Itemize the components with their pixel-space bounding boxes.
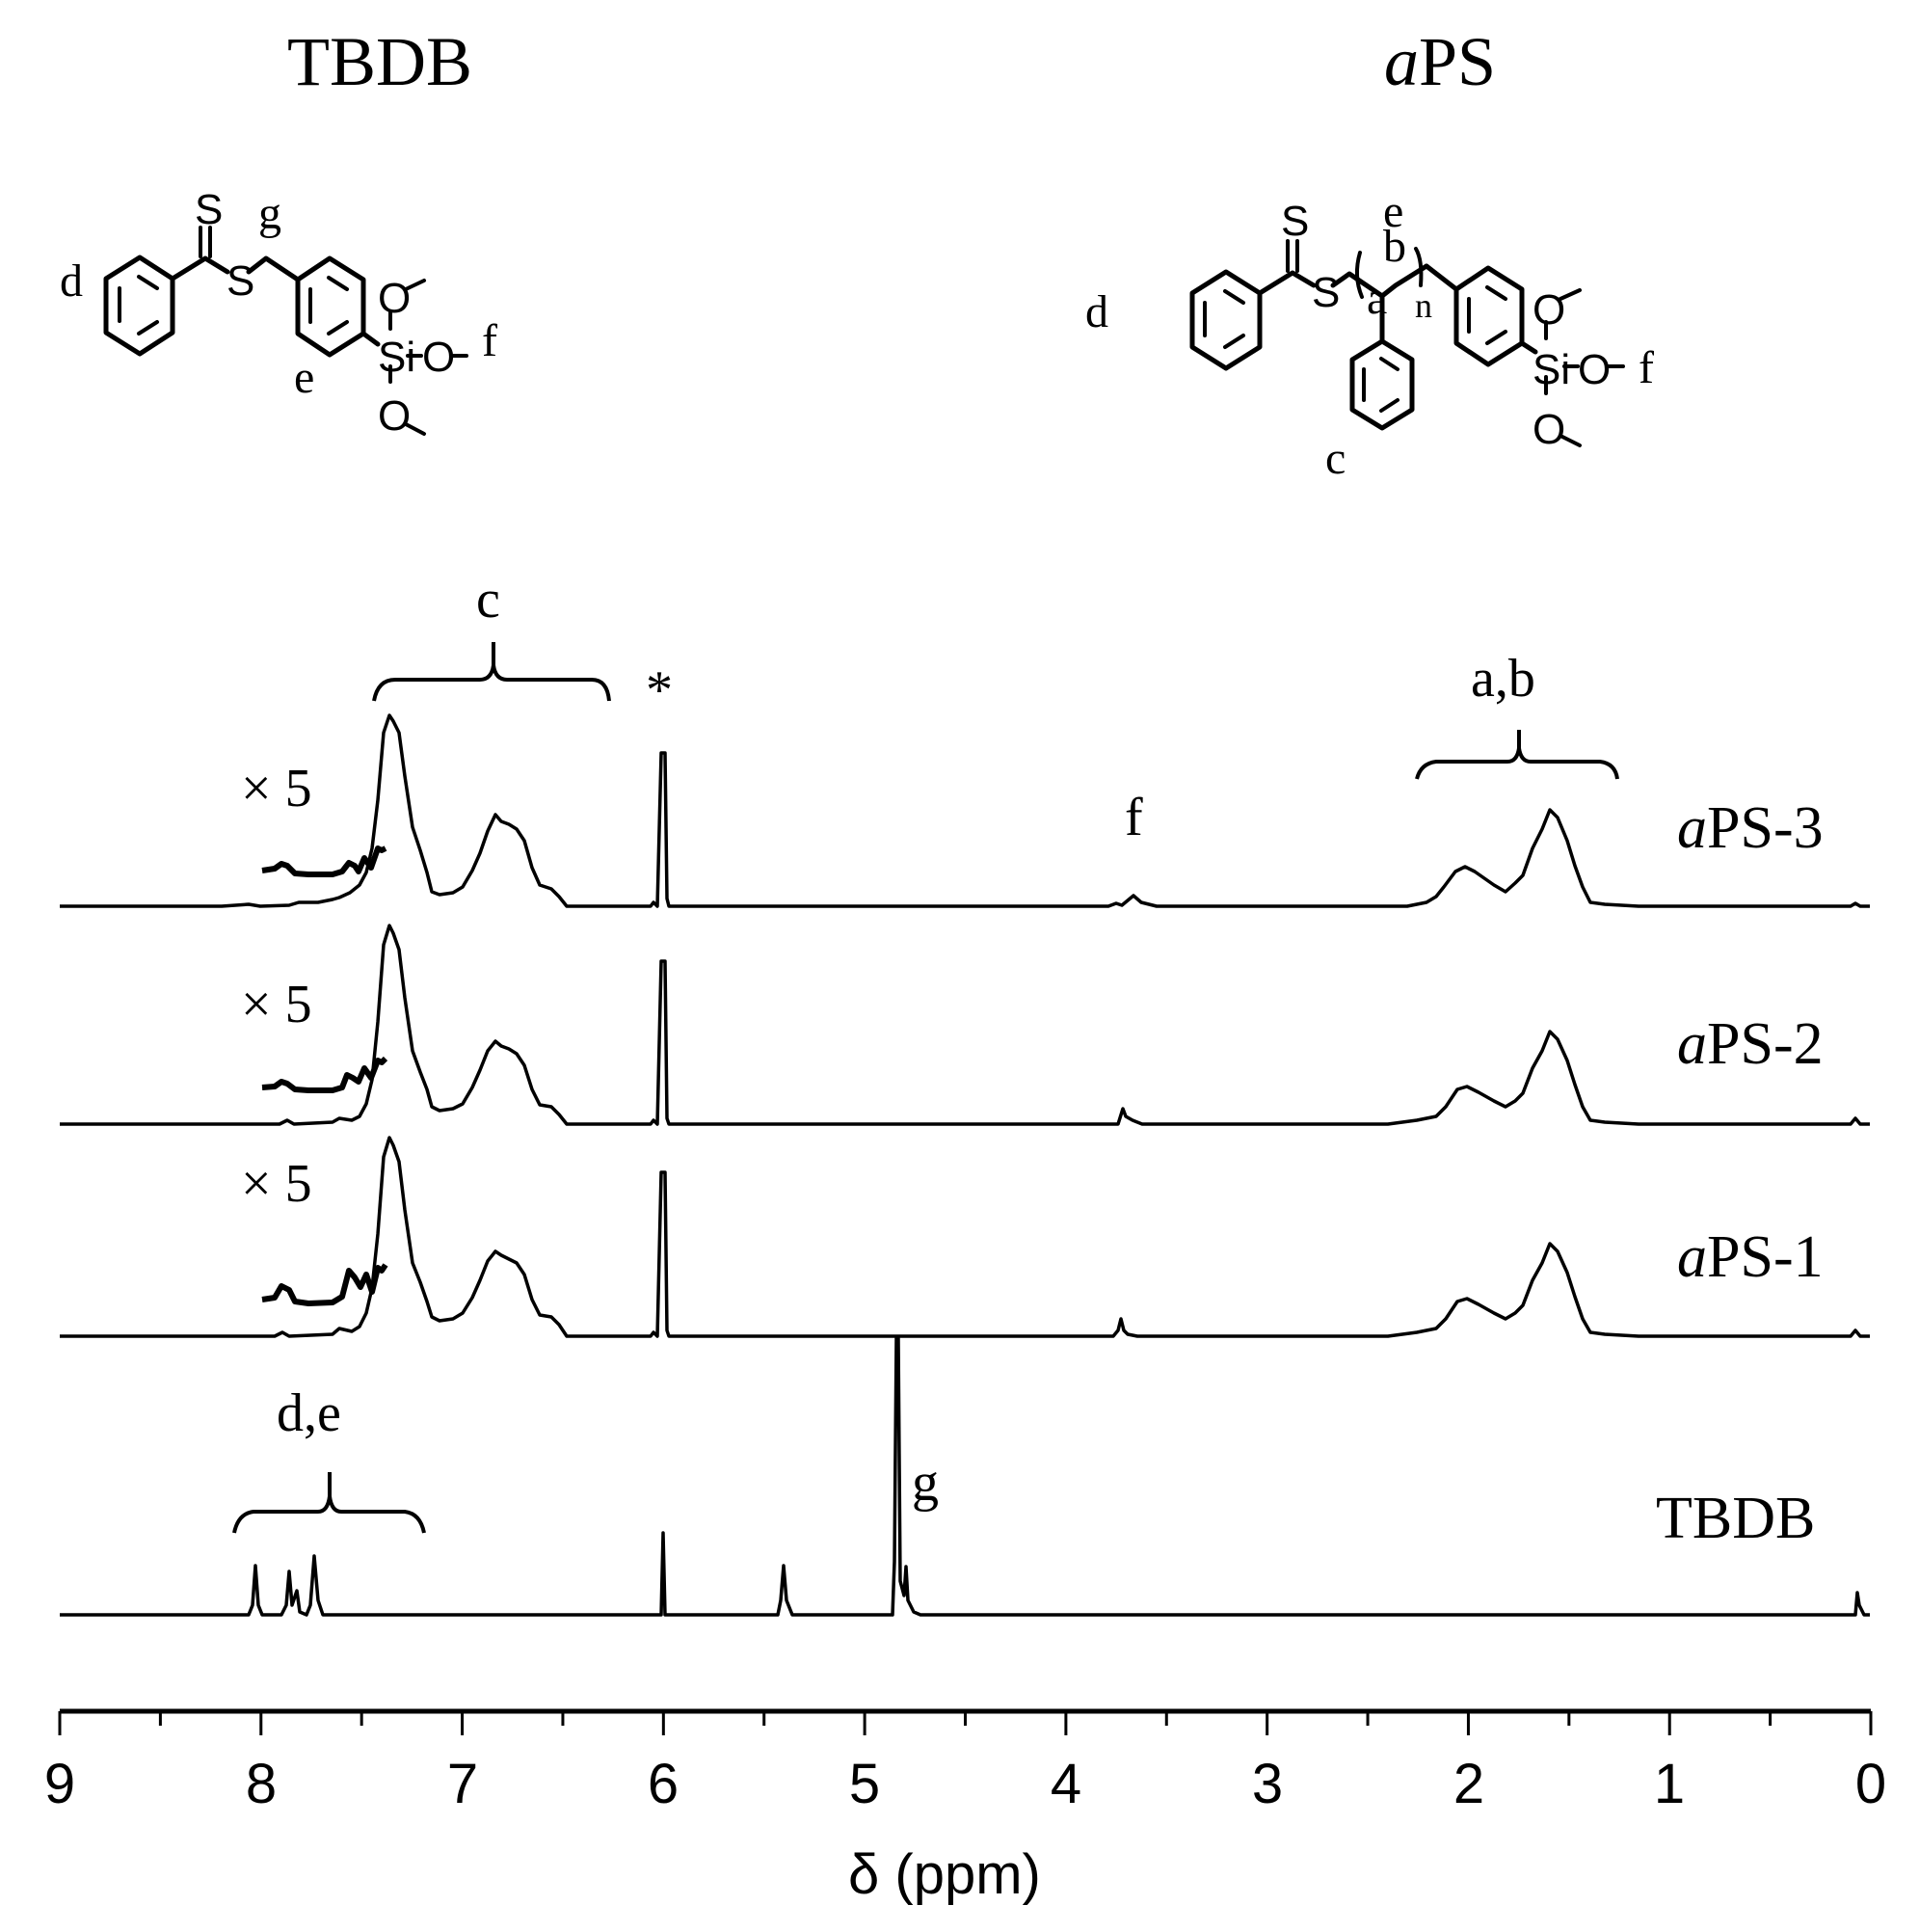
tbdb-label-g: g [258, 188, 281, 239]
aps-label-d: d [1085, 286, 1108, 337]
trace-label-aps-3-italic: a [1677, 795, 1707, 861]
tbdb-label-f: f [482, 315, 497, 366]
aps-atom-o1: O [1533, 286, 1566, 334]
aps-label-b: b [1383, 221, 1406, 272]
x-tick-2: 2 [1453, 1753, 1485, 1815]
x-tick-5: 5 [848, 1753, 881, 1815]
annotation-star: * [646, 660, 673, 720]
brace-de [232, 1472, 426, 1534]
aps-title-italic: a [1384, 23, 1419, 100]
inset-aps-2 [261, 1056, 388, 1093]
trace-label-aps-2-rest: PS-2 [1707, 1011, 1824, 1077]
tbdb-atom-o2: O [422, 334, 456, 381]
aps-title-rest: PS [1419, 23, 1497, 100]
aps-atom-o3: O [1533, 406, 1566, 453]
annotation-c: c [476, 570, 500, 630]
x-tick-4: 4 [1050, 1753, 1082, 1815]
trace-label-aps-1-rest: PS-1 [1707, 1224, 1824, 1290]
aps-label-n: n [1415, 286, 1432, 325]
trace-aps-3 [60, 713, 1870, 908]
trace-label-aps-2-italic: a [1677, 1011, 1707, 1077]
aps-label-a: a [1367, 273, 1388, 324]
aps-atom-o2: O [1578, 346, 1612, 393]
tbdb-atom-o3: O [378, 392, 412, 440]
x-tick-0: 0 [1854, 1753, 1887, 1815]
trace-label-aps-1: aPS-1 [1677, 1227, 1824, 1287]
x-tick-9: 9 [43, 1753, 76, 1815]
annotation-g: g [912, 1453, 939, 1513]
aps-label-f: f [1639, 342, 1654, 393]
trace-aps-1 [60, 1136, 1870, 1338]
tbdb-atom-si: Si [378, 334, 416, 381]
x-tick-1: 1 [1653, 1753, 1686, 1815]
trace-label-aps-3: aPS-3 [1677, 798, 1824, 858]
trace-label-tbdb: TBDB [1656, 1489, 1815, 1548]
x-tick-6: 6 [647, 1753, 680, 1815]
tbdb-atom-s-top: S [195, 186, 224, 233]
aps-atom-s-link: S [1312, 269, 1341, 316]
annotation-x5-aps3: × 5 [241, 759, 312, 818]
annotation-x5-aps1: × 5 [241, 1154, 312, 1214]
trace-tbdb [60, 1336, 1870, 1617]
inset-aps-3 [261, 845, 387, 877]
annotation-ab: a,b [1471, 649, 1535, 709]
aps-label-e: e [1383, 186, 1404, 237]
x-axis [58, 1708, 1873, 1735]
aps-title: aPS [1384, 27, 1496, 96]
inset-aps-1 [261, 1263, 388, 1306]
trace-label-aps-3-rest: PS-3 [1707, 795, 1824, 861]
x-tick-7: 7 [446, 1753, 479, 1815]
brace-c [372, 642, 611, 702]
trace-label-aps-1-italic: a [1677, 1224, 1707, 1290]
tbdb-atom-o1: O [378, 275, 412, 322]
aps-atom-s-top: S [1281, 198, 1310, 245]
annotation-f: f [1125, 788, 1143, 847]
trace-label-tbdb-text: TBDB [1656, 1486, 1816, 1551]
trace-label-aps-2: aPS-2 [1677, 1014, 1824, 1074]
annotation-x5-aps2: × 5 [241, 975, 312, 1034]
x-tick-8: 8 [245, 1753, 278, 1815]
brace-ab [1415, 730, 1619, 780]
aps-atom-si: Si [1533, 346, 1571, 393]
trace-aps-2 [60, 924, 1870, 1126]
tbdb-label-d: d [60, 255, 83, 307]
annotation-de: d,e [277, 1383, 341, 1443]
tbdb-label-e: e [294, 352, 315, 403]
aps-label-c: c [1325, 433, 1346, 484]
x-axis-title: δ (ppm) [848, 1843, 1041, 1906]
tbdb-title: TBDB [287, 23, 473, 100]
tbdb-atom-s-link: S [227, 257, 255, 305]
x-tick-3: 3 [1251, 1753, 1284, 1815]
